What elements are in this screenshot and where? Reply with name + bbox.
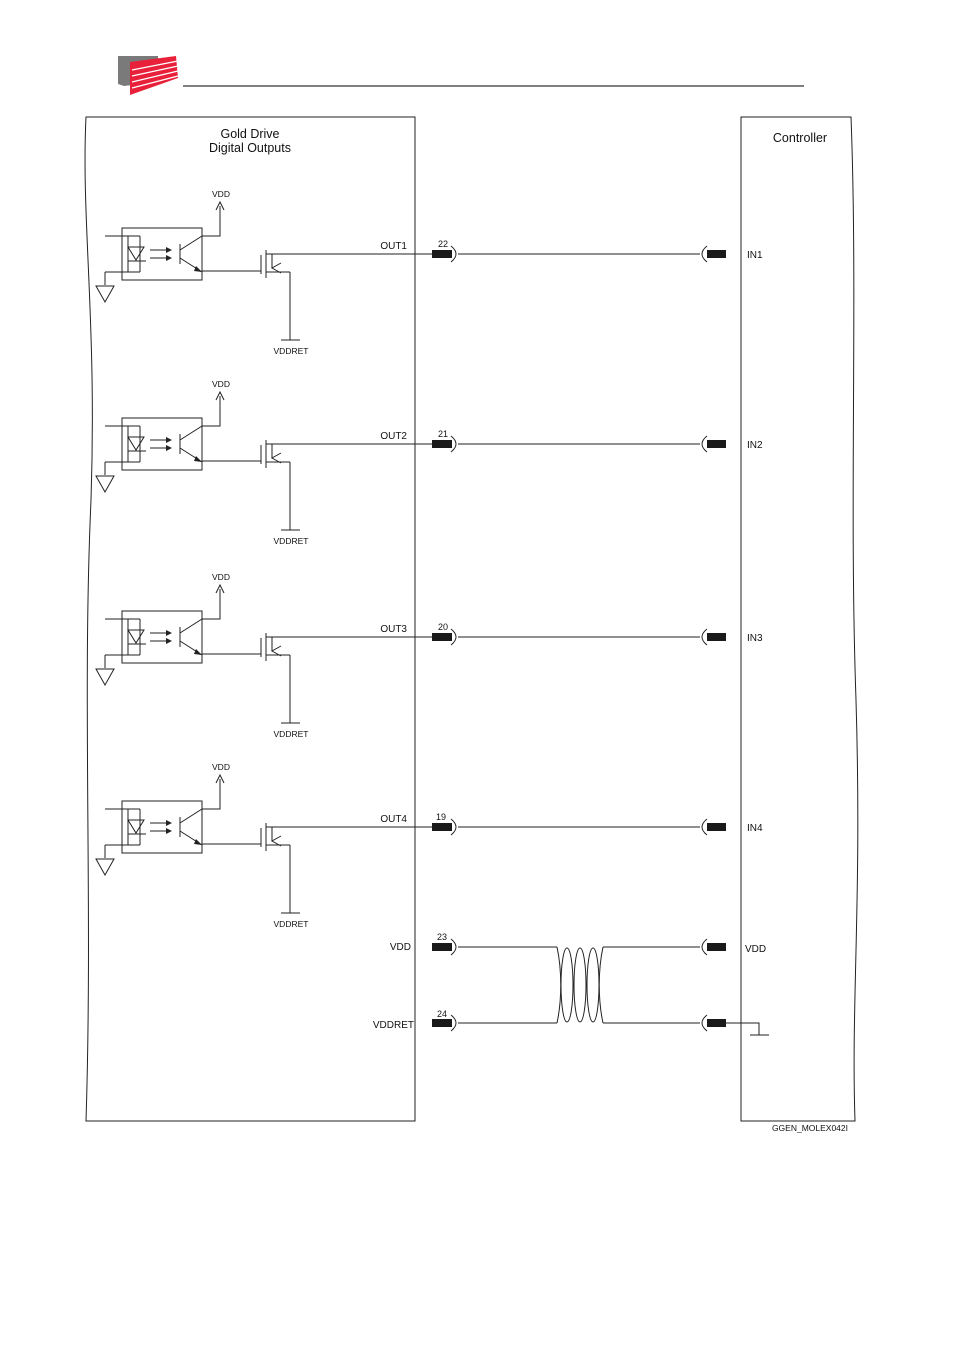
drawing-code: GGEN_MOLEX042I: [772, 1123, 848, 1133]
power-right-label: VDD: [745, 944, 766, 955]
output-channel: VDD VDDRET OUT2 21 IN2: [96, 379, 763, 546]
input-label: IN1: [747, 250, 763, 261]
ground-icon: [96, 859, 114, 875]
optocoupler-icon: [105, 611, 202, 663]
output-label: OUT3: [380, 624, 407, 635]
vdd-label: VDD: [212, 379, 230, 389]
optocoupler-icon: [105, 801, 202, 853]
output-channel: VDD VDDRET OUT4 19 IN4: [96, 762, 763, 929]
pin-number: 22: [438, 239, 448, 249]
optocoupler-icon: [105, 418, 202, 470]
vdd-label: VDD: [212, 189, 230, 199]
pin-number: 21: [438, 429, 448, 439]
power-left-label: VDD: [390, 942, 411, 953]
input-label: IN3: [747, 633, 763, 644]
output-label: OUT4: [380, 814, 407, 825]
optocoupler-icon: [105, 228, 202, 280]
connector-icon: [702, 246, 726, 262]
ground-icon: [96, 476, 114, 492]
pin-number: 20: [438, 622, 448, 632]
company-logo-icon: [118, 56, 178, 95]
pin-number: 23: [437, 932, 447, 942]
vddret-label: VDDRET: [274, 346, 309, 356]
panel-title-line2: Digital Outputs: [209, 141, 291, 155]
output-label: OUT2: [380, 431, 407, 442]
connector-icon: [702, 939, 726, 955]
controller-title: Controller: [773, 131, 827, 145]
output-channel: VDD VDDRET OUT1 22 IN1: [96, 189, 763, 356]
ground-icon: [726, 1023, 769, 1035]
panel-title-line1: Gold Drive: [220, 127, 279, 141]
connector-icon: [702, 436, 726, 452]
controller-panel: [741, 117, 858, 1121]
connector-icon: [702, 629, 726, 645]
vdd-label: VDD: [212, 762, 230, 772]
vdd-label: VDD: [212, 572, 230, 582]
output-label: OUT1: [380, 241, 407, 252]
ground-icon: [96, 286, 114, 302]
vddret-label: VDDRET: [274, 536, 309, 546]
ground-icon: [96, 669, 114, 685]
connector-icon: [702, 819, 726, 835]
input-label: IN4: [747, 823, 763, 834]
input-label: IN2: [747, 440, 763, 451]
power-vdd-line: VDD 23 VDD: [390, 932, 766, 955]
vddret-label: VDDRET: [274, 729, 309, 739]
pin-number: 19: [436, 812, 446, 822]
pin-number: 24: [437, 1009, 447, 1019]
power-left-label: VDDRET: [373, 1020, 414, 1031]
twisted-pair-icon: [557, 947, 603, 1023]
connector-icon: [702, 1015, 726, 1031]
vddret-label: VDDRET: [274, 919, 309, 929]
output-channel: VDD VDDRET OUT3 20 IN3: [96, 572, 763, 739]
